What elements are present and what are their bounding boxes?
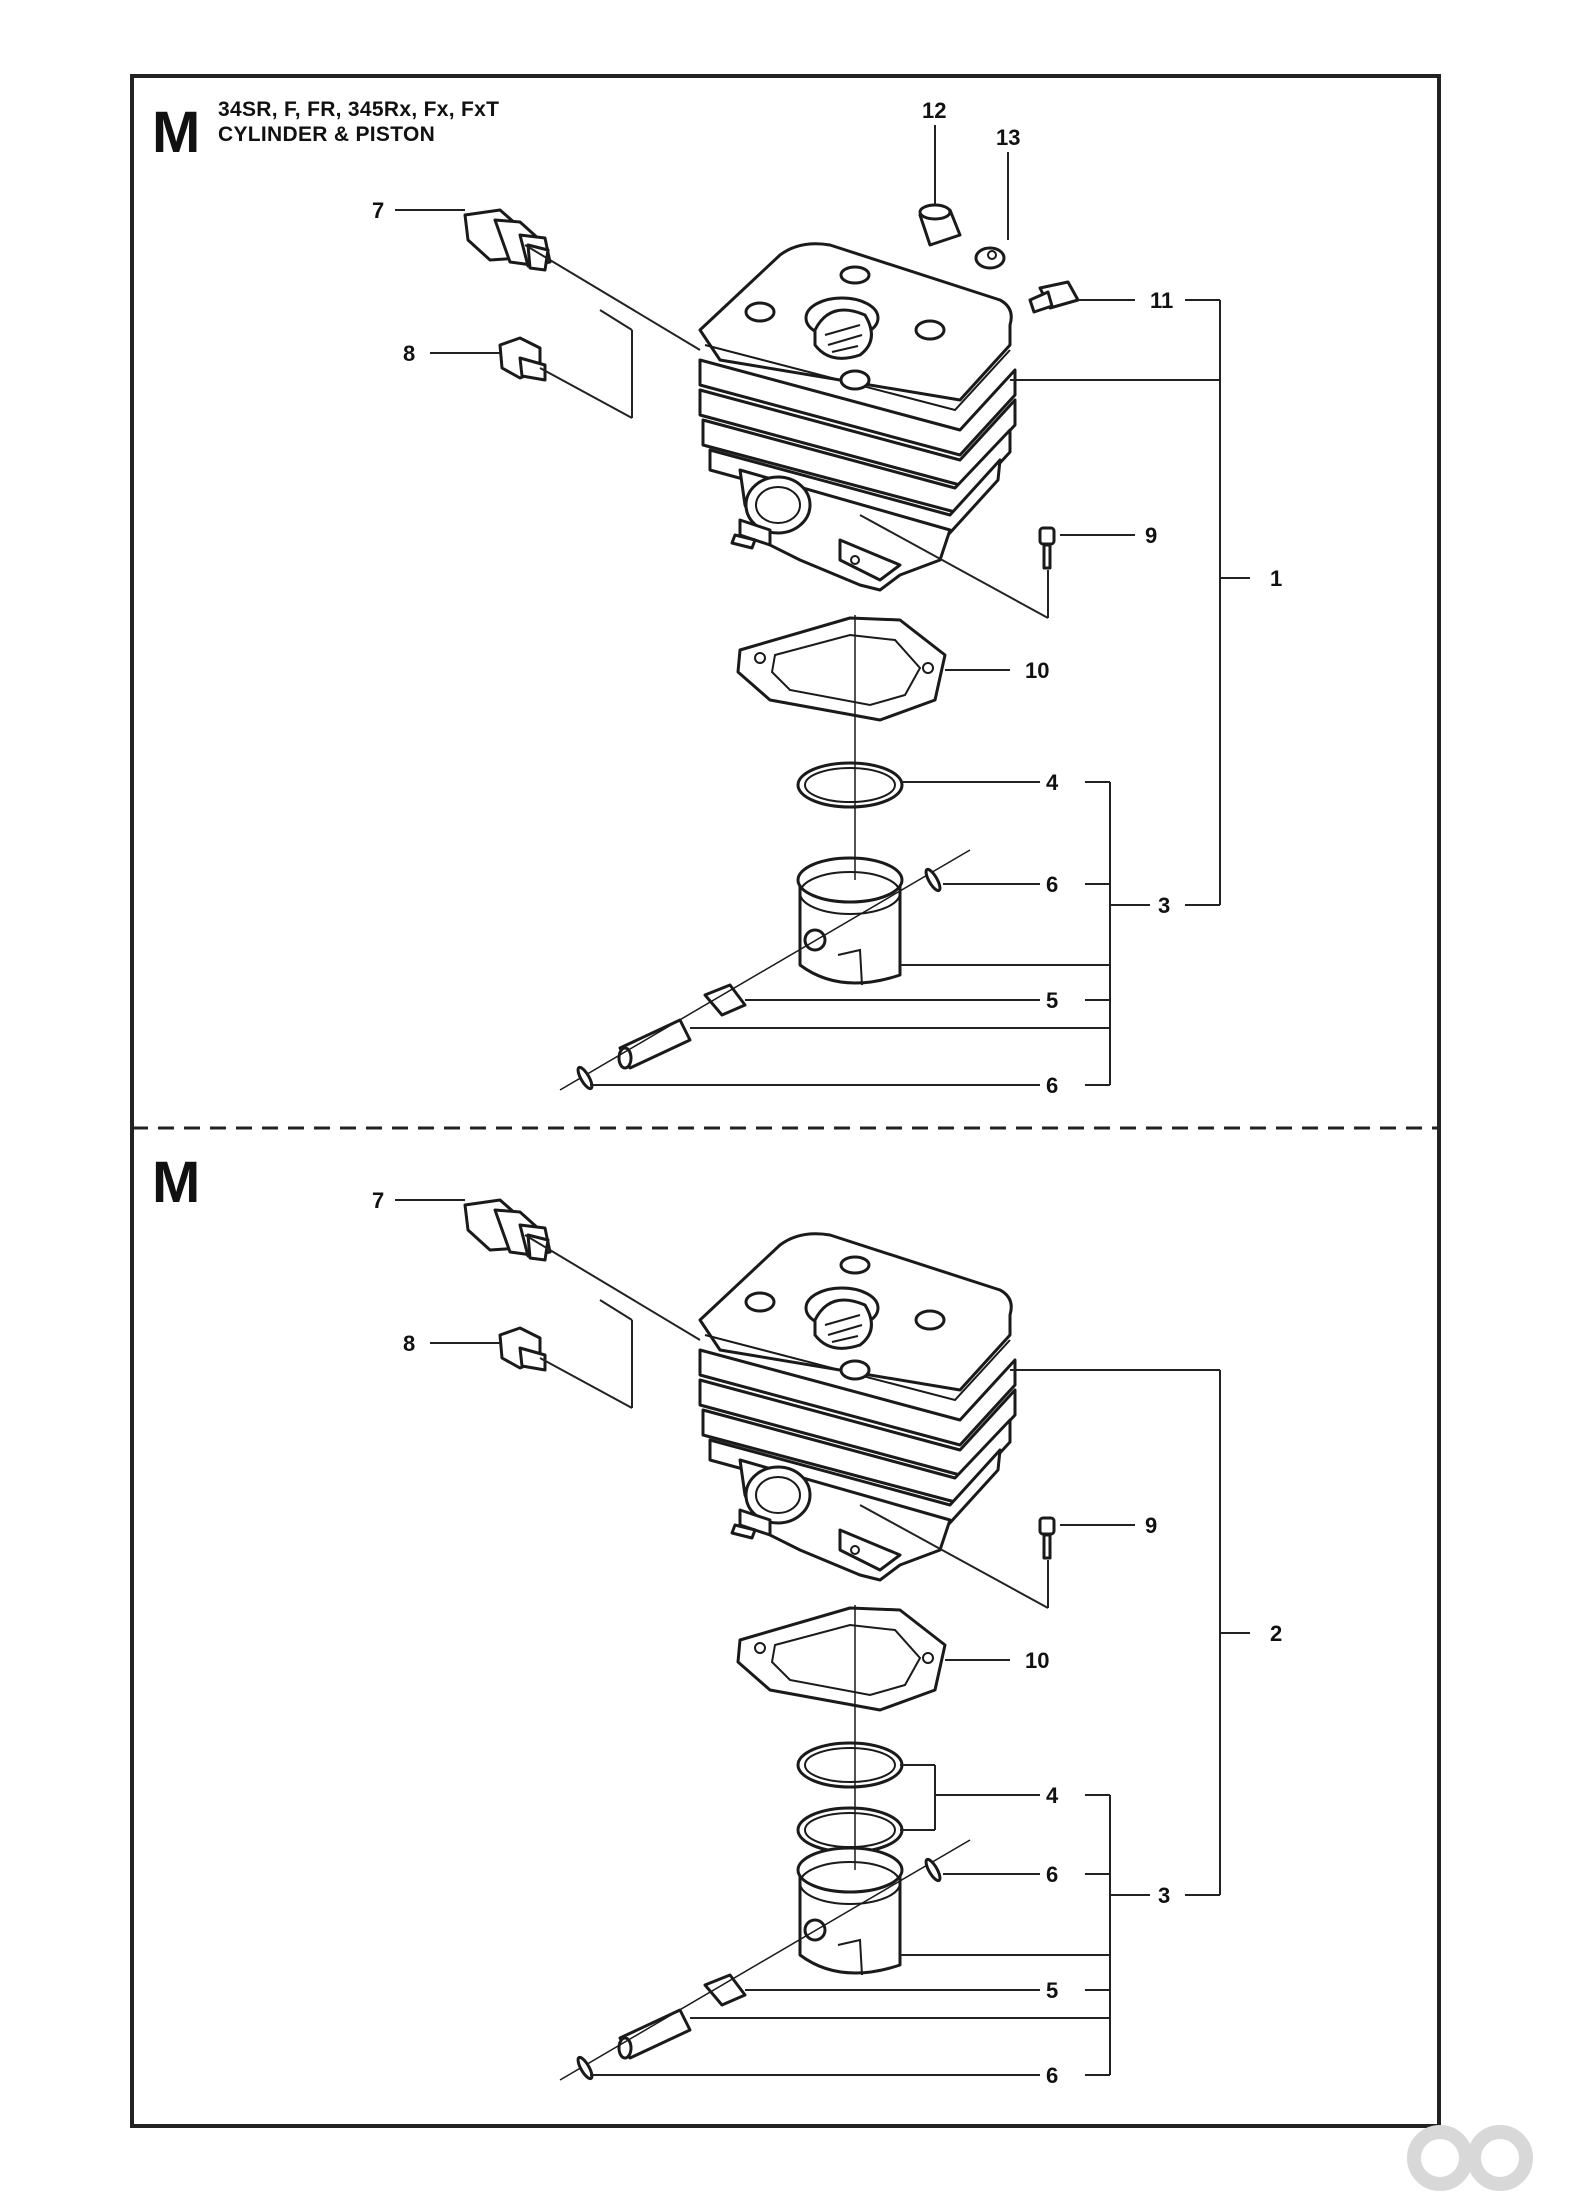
decompression-valve-top — [463, 208, 552, 272]
plug-top — [498, 336, 547, 382]
piston-bottom — [796, 1846, 904, 1977]
callout-11-top: 11 — [1150, 288, 1173, 313]
callout-6a-top: 6 — [1046, 872, 1058, 897]
callout-8-bottom: 8 — [403, 1331, 415, 1356]
top-section: 7 8 12 13 11 9 1 10 4 6 3 5 6 — [372, 98, 1282, 1098]
piston-top — [796, 856, 904, 987]
cylinder-top — [698, 242, 1017, 592]
gasket-bottom — [736, 1606, 947, 1712]
sleeve-top — [918, 203, 962, 247]
callout-6b-top: 6 — [1046, 1073, 1058, 1098]
callout-10-bottom: 10 — [1025, 1648, 1049, 1673]
callout-8-top: 8 — [403, 341, 415, 366]
diagram-title: CYLINDER & PISTON — [218, 123, 436, 146]
callout-13-top: 13 — [996, 125, 1020, 150]
callout-9-top: 9 — [1145, 523, 1157, 548]
piston-ring-top — [796, 761, 904, 809]
washer-top — [974, 246, 1006, 270]
callout-1-top: 1 — [1270, 566, 1282, 591]
callout-7-top: 7 — [372, 198, 384, 223]
callout-5-top: 5 — [1046, 988, 1058, 1013]
callout-6b-bottom: 6 — [1046, 2063, 1058, 2088]
callout-6a-bottom: 6 — [1046, 1862, 1058, 1887]
callout-4-top: 4 — [1046, 770, 1059, 795]
double-ring-logo-icon — [1407, 2125, 1533, 2191]
cylinder-bottom — [698, 1232, 1017, 1582]
callout-10-top: 10 — [1025, 658, 1049, 683]
outer-frame — [130, 74, 1441, 2128]
gasket-top — [736, 616, 947, 722]
callout-7-bottom: 7 — [372, 1188, 384, 1213]
plug-bottom — [498, 1326, 547, 1372]
callout-12-top: 12 — [922, 98, 946, 123]
section-letter-top: M — [152, 100, 201, 165]
section-letter-bottom: M — [152, 1150, 201, 1215]
screw-bottom — [1038, 1516, 1056, 1560]
wrist-pin-bottom — [559, 1839, 971, 2081]
piston-ring-1-bottom — [796, 1741, 904, 1789]
bottom-section: 7 8 9 2 10 4 6 3 5 6 — [372, 1188, 1282, 2088]
callout-4-bottom: 4 — [1046, 1783, 1059, 1808]
callout-9-bottom: 9 — [1145, 1513, 1157, 1538]
callout-2-bottom: 2 — [1270, 1621, 1282, 1646]
decompression-valve-bottom — [463, 1198, 552, 1262]
callout-5-bottom: 5 — [1046, 1978, 1058, 2003]
callout-3-bottom: 3 — [1158, 1883, 1170, 1908]
wrist-pin-top — [559, 849, 971, 1091]
elbow-connector-top — [1028, 280, 1080, 314]
model-list: 34SR, F, FR, 345Rx, Fx, FxT — [218, 98, 500, 121]
piston-ring-2-bottom — [796, 1806, 904, 1854]
callout-3-top: 3 — [1158, 893, 1170, 918]
screw-top — [1038, 526, 1056, 570]
